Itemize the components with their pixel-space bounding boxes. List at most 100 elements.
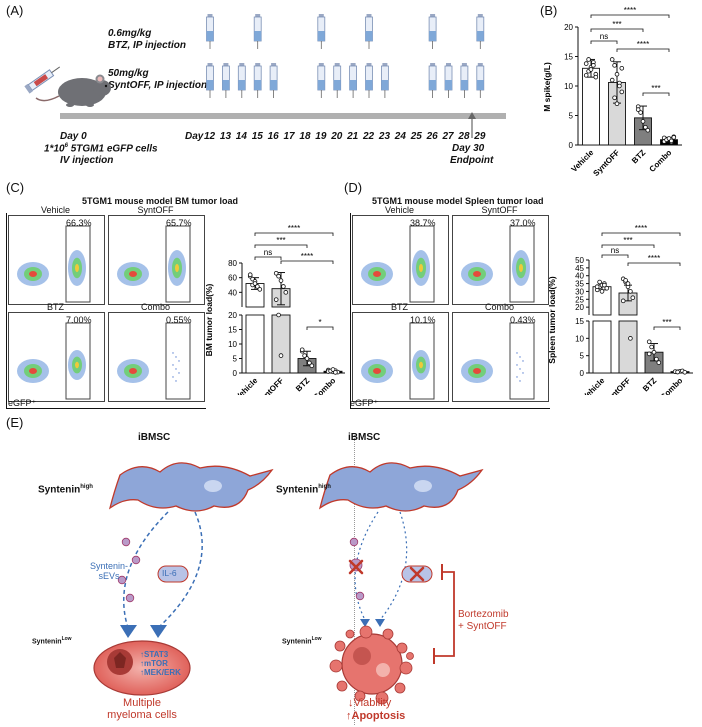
sev-vesicles-right xyxy=(349,537,365,601)
event-dot xyxy=(519,380,521,382)
bar xyxy=(618,320,638,374)
btz-syringe-icon xyxy=(476,14,485,49)
event-dot xyxy=(519,368,521,370)
y-tick-label: 40 xyxy=(228,288,237,297)
event-dot xyxy=(175,368,177,370)
panel-c-title: 5TGM1 mouse model BM tumor load xyxy=(82,196,239,206)
flow-plot-label: Combo xyxy=(140,302,170,312)
day-tick-label: 29 xyxy=(474,131,486,142)
x-tick-label: Combo xyxy=(648,148,674,174)
significance-bracket xyxy=(280,260,334,264)
y-tick-label: 15 xyxy=(564,53,573,62)
endpoint-arrow-icon xyxy=(468,112,476,138)
flow-plot-percent: 37.0% xyxy=(510,218,536,228)
x-tick-label: Combo xyxy=(312,376,338,395)
cells-label: 1*106 5TGM1 eGFP cells xyxy=(44,143,158,155)
population-negative xyxy=(361,359,393,383)
data-point xyxy=(583,61,589,66)
flow-y-axis-line xyxy=(6,213,7,409)
panel-label-a: (A) xyxy=(6,3,24,18)
mouse-illustration xyxy=(24,66,111,107)
population-positive xyxy=(412,250,430,286)
bar xyxy=(245,314,265,374)
syntoff-syringe-icon xyxy=(317,63,326,98)
e-left-sevs-label: Syntenin-sEVs xyxy=(90,561,129,581)
day-tick-label: 15 xyxy=(251,131,263,142)
significance-label: *** xyxy=(662,318,671,327)
data-point xyxy=(330,367,336,372)
data-point xyxy=(333,370,338,375)
syntoff-route: SyntOFF, IP injection xyxy=(108,80,208,91)
y-tick-label: 30 xyxy=(575,287,584,296)
y-tick-label: 45 xyxy=(575,264,584,273)
data-point xyxy=(299,347,305,353)
event-dot xyxy=(178,360,180,362)
x-tick-label: Vehicle xyxy=(234,376,260,395)
data-point xyxy=(281,284,286,289)
e-left-syntenin-low: SynteninLow xyxy=(32,636,72,646)
flow-plot-combo xyxy=(452,312,549,402)
significance-label: **** xyxy=(648,254,660,263)
data-point xyxy=(671,135,677,140)
data-point xyxy=(273,270,279,276)
syntoff-syringe-icon xyxy=(333,63,342,98)
flow-density xyxy=(461,322,535,400)
population-negative xyxy=(461,359,493,383)
population-positive xyxy=(168,250,186,286)
syntoff-syringe-icon xyxy=(476,63,485,98)
data-point xyxy=(675,369,680,375)
event-dot xyxy=(172,352,174,354)
flow-plot-percent: 7.00% xyxy=(66,315,92,325)
syringe-icon xyxy=(24,66,61,94)
data-point xyxy=(619,65,625,71)
significance-bracket xyxy=(590,40,618,44)
flow-density xyxy=(117,225,191,303)
data-point xyxy=(640,119,646,124)
significance-bracket xyxy=(601,254,629,258)
significance-bracket xyxy=(254,256,282,260)
data-point xyxy=(593,74,599,80)
day-tick-label: 19 xyxy=(315,131,327,142)
injection-schedule xyxy=(206,14,485,98)
data-point xyxy=(302,353,307,358)
data-point xyxy=(612,95,617,101)
data-point xyxy=(646,351,652,357)
significance-label: **** xyxy=(288,224,300,233)
day-axis-label: Day xyxy=(185,131,204,142)
syntoff-syringe-icon xyxy=(365,63,373,98)
endpoint-label: Endpoint xyxy=(450,155,494,166)
flow-plot-percent: 66.3% xyxy=(66,218,92,228)
population-positive xyxy=(512,250,530,286)
y-tick-label: 5 xyxy=(569,112,574,121)
btz-syringe-icon xyxy=(317,14,326,49)
population-positive xyxy=(68,350,86,380)
flow-plot-label: Vehicle xyxy=(384,205,415,215)
flow-plot-label: Combo xyxy=(484,302,514,312)
flow-plot-label: Vehicle xyxy=(40,205,71,215)
data-point xyxy=(276,273,281,279)
msc-cell-right xyxy=(318,462,484,512)
data-point xyxy=(594,284,600,290)
flow-plot-label: SyntOFF xyxy=(137,205,174,215)
significance-label: ns xyxy=(264,248,272,257)
gate-rect xyxy=(165,322,191,400)
x-tick-label: BTZ xyxy=(630,148,647,165)
data-point xyxy=(651,349,657,355)
y-tick-label: 20 xyxy=(575,303,584,312)
x-tick-label: Combo xyxy=(659,376,685,395)
btz-dose: 0.6mg/kg xyxy=(108,28,152,39)
data-point xyxy=(614,101,620,106)
day-tick-label: 20 xyxy=(331,131,343,142)
y-tick-label: 40 xyxy=(575,272,584,281)
gate-rect xyxy=(165,225,191,303)
dotted-arrow-2 xyxy=(379,511,408,621)
flow-x-axis-line xyxy=(350,408,550,409)
syntoff-syringe-icon xyxy=(380,63,389,98)
panel-label-e: (E) xyxy=(6,415,24,430)
significance-label: **** xyxy=(637,40,649,49)
data-point xyxy=(309,363,315,369)
day-tick-label: 16 xyxy=(267,131,279,142)
e-right-drug-label: Bortezomib+ SyntOFF xyxy=(458,609,509,632)
